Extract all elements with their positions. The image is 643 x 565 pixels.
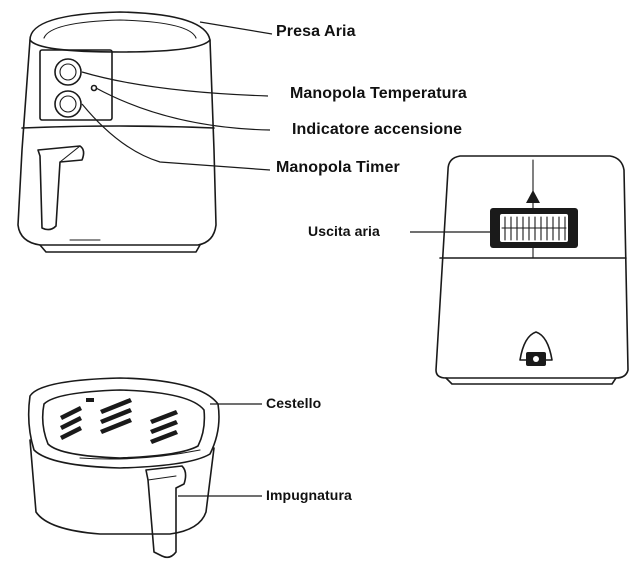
label-indicatore-accensione: Indicatore accensione [292, 121, 463, 138]
cable-outlet [519, 331, 553, 366]
temperature-knob [54, 58, 82, 86]
air-intake-top [29, 11, 211, 53]
control-panel [39, 49, 113, 121]
front-view [17, 11, 217, 253]
basket-rim [27, 377, 220, 469]
label-manopola-temperatura: Manopola Temperatura [290, 85, 467, 102]
label-cestello: Cestello [266, 395, 322, 411]
basket-handle [145, 465, 187, 559]
back-body [435, 155, 629, 379]
label-uscita-aria: Uscita aria [308, 223, 380, 239]
front-body [17, 39, 217, 246]
basket-body [29, 439, 215, 535]
leader-lines [81, 21, 490, 497]
label-manopola-timer: Manopola Timer [276, 159, 400, 176]
basket-vents [60, 398, 178, 444]
power-indicator [90, 84, 98, 92]
warning-triangle-icon [526, 190, 540, 203]
air-outlet-grille [490, 208, 578, 248]
front-handle [37, 145, 85, 231]
back-view [435, 155, 629, 385]
timer-knob [54, 90, 82, 118]
basket-view [27, 377, 220, 559]
label-presa-aria: Presa Aria [276, 23, 356, 40]
label-impugnatura: Impugnatura [266, 487, 352, 503]
